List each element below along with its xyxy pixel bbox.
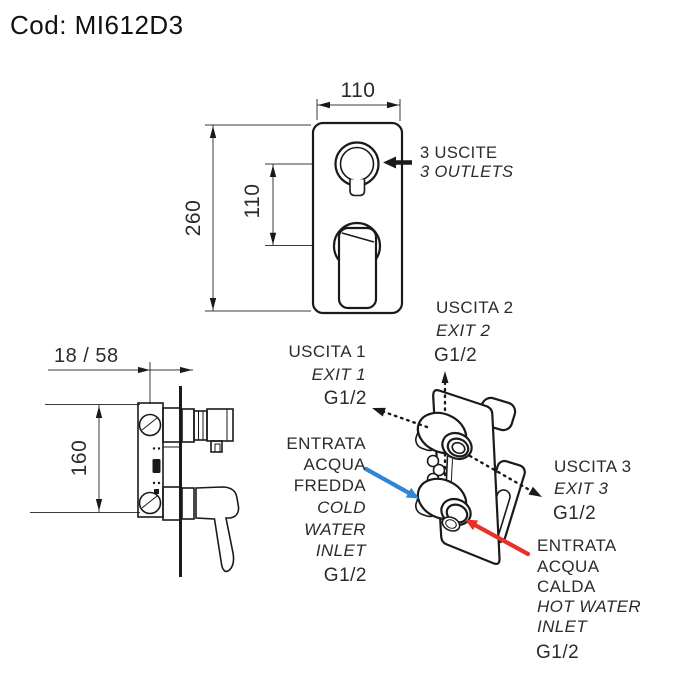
side-thermostat-knob bbox=[162, 407, 234, 453]
side-view: 18 / 58 160 bbox=[30, 345, 240, 577]
exit1-label-it: USCITA 1 bbox=[288, 342, 366, 361]
cold-label-line2: ACQUA bbox=[304, 455, 367, 474]
hot-thread: G1/2 bbox=[536, 642, 579, 663]
exit3-label-en: EXIT 3 bbox=[554, 479, 609, 498]
exit3-label: USCITA 3 EXIT 3 G1/2 bbox=[553, 457, 632, 524]
hot-inlet-arrow-icon bbox=[465, 519, 531, 557]
knob-indicator-tab bbox=[349, 179, 366, 197]
cold-label-line3: FREDDA bbox=[294, 476, 367, 495]
cartridge-marks bbox=[152, 459, 161, 473]
exit1-arrow-icon bbox=[372, 407, 429, 429]
side-lever bbox=[162, 486, 240, 573]
hot-label-line3: CALDA bbox=[537, 577, 596, 596]
dim-depth: 18 / 58 bbox=[48, 345, 193, 404]
outlets-arrowhead-icon bbox=[383, 156, 396, 169]
body-recess bbox=[162, 446, 181, 488]
side-lever-handle bbox=[195, 486, 240, 573]
exit3-label-it: USCITA 3 bbox=[554, 457, 632, 476]
cold-label-line4: COLD bbox=[317, 498, 366, 517]
side-bottom-port bbox=[138, 491, 162, 515]
product-code-title: Cod: MI612D3 bbox=[10, 10, 184, 40]
exit2-arrow-icon bbox=[441, 371, 449, 383]
cold-thread: G1/2 bbox=[324, 565, 367, 586]
cold-inlet-label: ENTRATA ACQUA FREDDA COLD WATER INLET G1… bbox=[286, 434, 367, 586]
cold-label-line6: INLET bbox=[316, 541, 367, 560]
dim-front-width-value: 110 bbox=[341, 79, 376, 102]
dim-handle-spacing: 110 bbox=[241, 164, 277, 246]
lever-handle bbox=[337, 226, 378, 310]
exit1-label: USCITA 1 EXIT 1 G1/2 bbox=[288, 342, 367, 409]
dim-depth-value: 18 / 58 bbox=[54, 345, 119, 367]
exit3-arrow-icon bbox=[468, 454, 542, 497]
outlets-callout: 3 USCITE 3 OUTLETS bbox=[383, 144, 513, 181]
top-valve-body bbox=[415, 411, 473, 461]
front-view: 110 260 110 3 USCITE bbox=[182, 79, 513, 315]
side-top-port bbox=[138, 413, 162, 437]
bottom-valve-body bbox=[415, 477, 472, 532]
hot-label-line1: ENTRATA bbox=[537, 536, 617, 555]
hot-label-line2: ACQUA bbox=[537, 557, 600, 576]
dim-front-height: 260 bbox=[182, 124, 311, 312]
exit3-thread: G1/2 bbox=[553, 503, 596, 524]
exit1-label-en: EXIT 1 bbox=[312, 365, 366, 384]
cold-label-line1: ENTRATA bbox=[286, 434, 366, 453]
exit2-thread: G1/2 bbox=[434, 345, 477, 366]
perspective-view: USCITA 2 EXIT 2 G1/2 USCITA 1 EXIT 1 G1/… bbox=[286, 298, 641, 663]
cold-inlet-arrow-icon bbox=[363, 466, 419, 499]
hot-inlet-label: ENTRATA ACQUA CALDA HOT WATER INLET G1/2 bbox=[536, 536, 641, 663]
exit2-label-en: EXIT 2 bbox=[436, 321, 491, 340]
dim-front-width: 110 bbox=[316, 79, 401, 121]
dim-side-height-value: 160 bbox=[68, 440, 91, 477]
dim-front-height-value: 260 bbox=[182, 200, 205, 237]
dim-side-height: 160 bbox=[30, 404, 140, 513]
outlets-label-en: 3 OUTLETS bbox=[420, 163, 513, 181]
exit1-thread: G1/2 bbox=[324, 388, 367, 409]
hot-label-line5: INLET bbox=[537, 617, 588, 636]
top-port-ring bbox=[446, 437, 470, 458]
hot-label-line4: HOT WATER bbox=[537, 597, 641, 616]
lever-top-edge bbox=[341, 232, 375, 243]
exit2-label: USCITA 2 EXIT 2 G1/2 bbox=[434, 298, 514, 366]
exit2-label-it: USCITA 2 bbox=[436, 298, 514, 317]
cold-label-line5: WATER bbox=[304, 520, 366, 539]
dim-handle-spacing-value: 110 bbox=[241, 184, 264, 219]
outlets-label-it: 3 USCITE bbox=[420, 144, 497, 162]
front-plate bbox=[311, 121, 404, 315]
